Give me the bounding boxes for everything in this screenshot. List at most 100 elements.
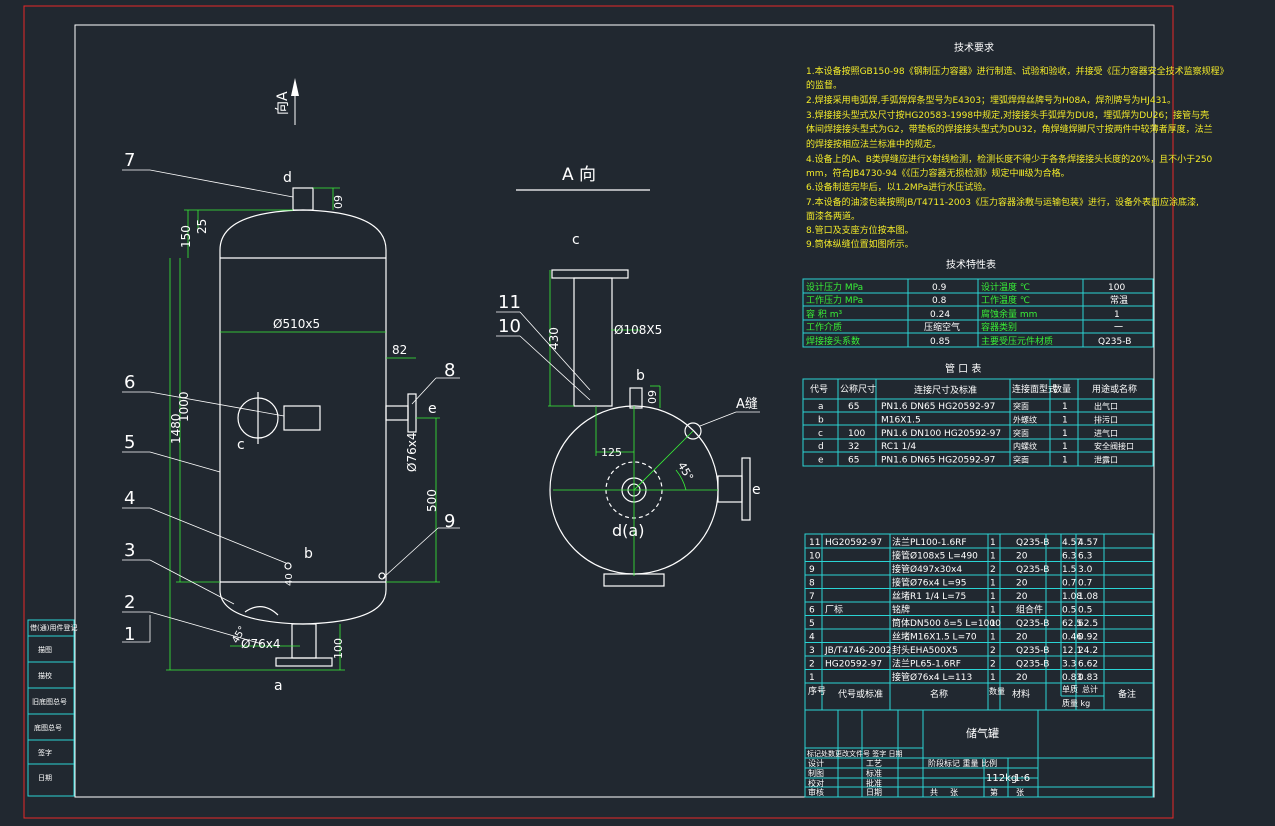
parts-list-cell: 0.83 xyxy=(1078,673,1098,683)
nozzle-table-cell: 内螺纹 xyxy=(1013,441,1037,451)
strip-label: 借(通)用件登记 xyxy=(30,623,77,632)
requirement-line: 9.筒体纵缝位置如图所示。 xyxy=(806,238,914,250)
parts-list-cell: 0.5 xyxy=(1078,606,1092,616)
tech-characteristics-title: 技术特性表 xyxy=(946,258,996,271)
leader-lines xyxy=(122,169,460,645)
nt-header: 代号 xyxy=(810,384,828,395)
parts-list-cell: 封头EHA500X5 xyxy=(892,644,958,656)
parts-list-cell: 7 xyxy=(809,592,815,602)
tc-cell: 工作介质 xyxy=(806,321,842,333)
tc-cell: 1 xyxy=(1114,310,1120,320)
parts-list-cell: 3 xyxy=(809,646,815,656)
parts-list-cell: 丝堵M16X1.5 L=70 xyxy=(892,631,977,643)
parts-list-cell: 接管Ø108x5 L=490 xyxy=(892,550,978,562)
nozzle-table-cell: 100 xyxy=(848,429,865,439)
tb-label: 批准 xyxy=(866,778,882,788)
parts-list-cell: 20 xyxy=(1016,633,1028,643)
nozzle-table-cell: 1 xyxy=(1062,429,1068,439)
requirement-line: 4.设备上的A、B类焊缝应进行X射线检测，检测长度不得少于各条焊接接头长度的20… xyxy=(806,153,1213,165)
parts-list-cell: 2 xyxy=(990,660,996,670)
parts-list-cell: JB/T4746-2002 xyxy=(824,646,891,656)
title-scale: 1:6 xyxy=(1014,773,1030,784)
nt-header: 连接尺寸及标准 xyxy=(914,384,977,396)
parts-list-cell: 24.2 xyxy=(1078,646,1098,656)
part-number: 10 xyxy=(498,316,521,337)
view-a-leaders xyxy=(496,311,760,427)
nozzle-table-cell: a xyxy=(818,402,824,412)
view-a-label-c: c xyxy=(572,232,580,248)
requirement-line: 体间焊接接头型式为G2，带垫板的焊接接头型式为DU32，角焊缝焊脚尺寸按两件中较… xyxy=(806,123,1213,135)
parts-list-cell: Q235-B xyxy=(1016,565,1049,575)
dim-label: 25 xyxy=(195,219,209,234)
part-number: 1 xyxy=(124,624,135,645)
tb-label: 校对 xyxy=(808,778,824,788)
strip-label: 日期 xyxy=(38,774,52,782)
parts-list-cell: 0.5 xyxy=(1062,606,1076,616)
tc-cell: 工作温度 ℃ xyxy=(981,294,1030,306)
dim-label: Ø76x4 xyxy=(241,637,280,651)
nozzle-table-cell: e xyxy=(818,456,824,466)
tb-bottom: 张 xyxy=(950,788,958,797)
pl-header: 材料 xyxy=(1012,688,1030,700)
requirement-line: mm，符合JB4730-94《《压力容器无损检测》规定中Ⅲ级为合格。 xyxy=(806,167,1070,179)
requirement-line: 2.焊接采用电弧焊,手弧焊焊条型号为E4303；埋弧焊焊丝牌号为H08A，焊剂牌… xyxy=(806,94,1176,106)
view-arrow-label: 向A xyxy=(275,91,291,115)
parts-list-cell: 20 xyxy=(1016,579,1028,589)
parts-list-cell: HG20592-97 xyxy=(825,538,882,548)
left-strip-table xyxy=(27,619,75,797)
view-a-dims xyxy=(548,270,718,576)
tc-cell: Q235-B xyxy=(1098,337,1131,347)
part-number: 3 xyxy=(124,540,135,561)
nozzle-label-a: a xyxy=(274,678,283,694)
tc-cell: 腐蚀余量 mm xyxy=(981,308,1037,320)
title-header-row: 标记处数更改文件号 签字 日期 xyxy=(807,749,902,758)
parts-list-cell: 8 xyxy=(809,579,815,589)
parts-list-cell: 2 xyxy=(990,646,996,656)
parts-list-cell: 法兰PL100-1.6RF xyxy=(892,536,967,548)
parts-list-cell: Q235-B xyxy=(1016,538,1049,548)
nozzle-table-cell: 1 xyxy=(1062,402,1068,412)
parts-list-cell: 丝堵R1 1/4 L=75 xyxy=(892,590,966,602)
view-a-label-d: d(a) xyxy=(612,521,644,540)
view-a-labels: A 向 c b e d(a) A缝 11 10 430 Ø108X5 60 12… xyxy=(498,165,761,540)
requirement-line: 8.管口及支座方位按本图。 xyxy=(806,224,914,236)
tc-cell: 0.85 xyxy=(930,337,950,347)
nozzle-table-cell: c xyxy=(818,429,823,439)
pl-header: 质量 kg xyxy=(1062,698,1090,708)
strip-label: 旧底图总号 xyxy=(32,697,67,706)
parts-list-cell: Q235-B xyxy=(1016,619,1049,629)
parts-list-cell: 9 xyxy=(809,565,815,575)
tc-cell: 100 xyxy=(1108,283,1125,293)
parts-list-cell: 2 xyxy=(990,565,996,575)
drawing-frame xyxy=(74,24,1155,798)
nozzle-table-cell: PN1.6 DN100 HG20592-97 xyxy=(881,429,1001,439)
nozzle-label-d: d xyxy=(283,170,292,186)
nozzle-table-grid xyxy=(802,378,1154,467)
parts-list-cell: 6.3 xyxy=(1062,552,1076,562)
parts-list-cell: 11 xyxy=(809,538,820,548)
parts-list-cell: 法兰PL65-1.6RF xyxy=(892,658,961,670)
tc-cell: 容 积 m³ xyxy=(806,308,842,320)
tc-cell: 设计压力 MPa xyxy=(806,281,863,293)
parts-list-cell: 1 xyxy=(990,552,996,562)
nozzle-table-title: 管 口 表 xyxy=(945,362,981,375)
nozzle-table-cell: 1 xyxy=(1062,442,1068,452)
dim-label: Ø76x4 xyxy=(405,433,419,472)
parts-list-cell: 4.57 xyxy=(1062,538,1082,548)
nozzle-table-cell: 突面 xyxy=(1013,455,1029,465)
parts-list-cell: 1.08 xyxy=(1062,592,1082,602)
dim-label: 40 xyxy=(284,573,295,586)
tb-label: 日期 xyxy=(866,788,882,797)
parts-list-cell: 20 xyxy=(1016,592,1028,602)
nozzle-table-cell: d xyxy=(818,442,824,452)
nt-header: 公称尺寸 xyxy=(840,383,876,395)
parts-list-cell: 6.62 xyxy=(1078,660,1098,670)
parts-list-cell: 5 xyxy=(809,619,815,629)
parts-list-cell: 10 xyxy=(809,552,821,562)
nt-header: 用途或名称 xyxy=(1092,383,1137,395)
tb-label: 制图 xyxy=(808,768,824,778)
parts-list-cell: HG20592-97 xyxy=(825,660,882,670)
nozzle-table-cell: 1 xyxy=(1062,456,1068,466)
parts-list-cell: 20 xyxy=(1016,552,1028,562)
parts-list-cell: 3.3 xyxy=(1062,660,1076,670)
